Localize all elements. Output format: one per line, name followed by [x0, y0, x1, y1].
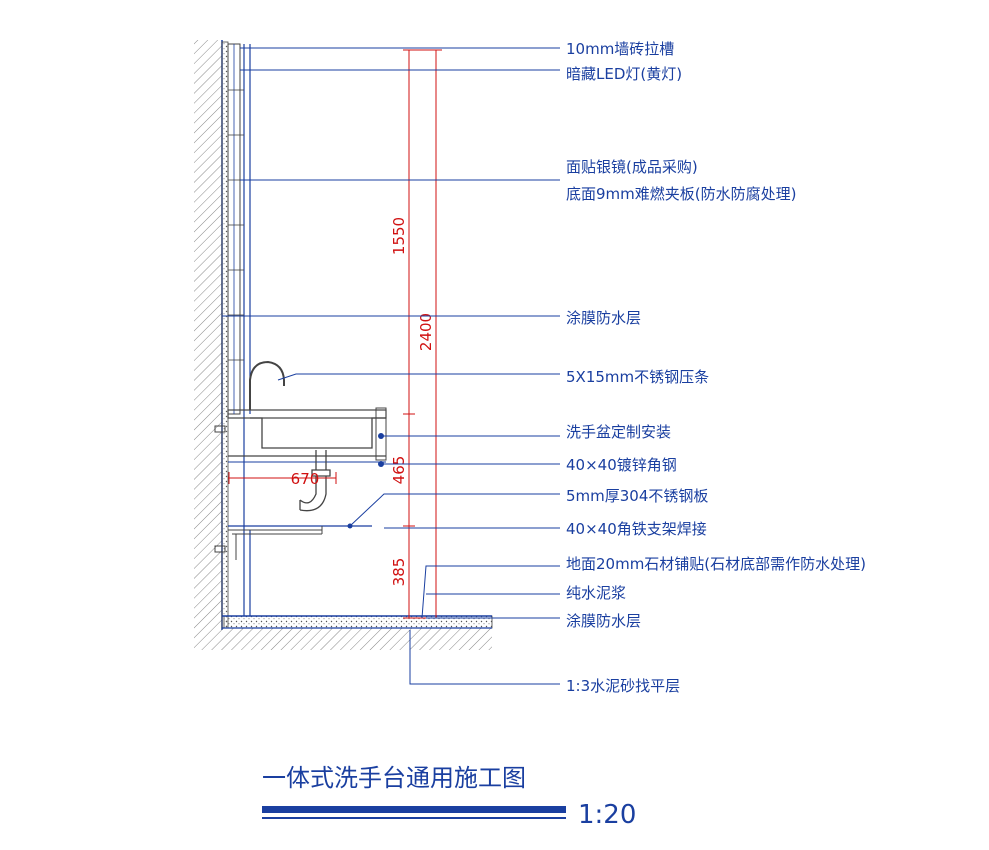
dimension-counter-depth: 670	[291, 470, 320, 488]
dimension-total-height: 2400	[417, 313, 435, 351]
lower-shelf	[214, 425, 372, 560]
note-floor-stone: 地面20mm石材铺贴(石材底部需作防水处理)	[566, 555, 866, 573]
note-leveling-layer: 1:3水泥砂找平层	[566, 677, 680, 695]
dimension-counter-gap: 465	[390, 456, 408, 485]
note-wall-tile-groove: 10mm墙砖拉槽	[566, 40, 674, 58]
drawing-title: 一体式洗手台通用施工图	[262, 764, 526, 792]
floor-section	[222, 615, 493, 650]
note-custom-basin: 洗手盆定制安装	[566, 423, 671, 441]
dimension-counter-height: 385	[390, 558, 408, 587]
note-galvanized-angle: 40×40镀锌角钢	[566, 456, 677, 474]
note-angle-bracket-weld: 40×40角铁支架焊接	[566, 520, 707, 538]
title-underline	[262, 806, 566, 813]
wall-section	[194, 40, 229, 650]
note-waterproof-coating-floor: 涂膜防水层	[566, 612, 641, 630]
note-hidden-led: 暗藏LED灯(黄灯)	[566, 65, 682, 83]
mirror-board-layers	[227, 43, 251, 616]
note-steel-strip: 5X15mm不锈钢压条	[566, 368, 709, 386]
leader-lines	[222, 47, 560, 685]
note-waterproof-coating-wall: 涂膜防水层	[566, 309, 641, 327]
faucet	[249, 360, 285, 410]
dimension-mirror-height: 1550	[390, 217, 408, 255]
drain-trap	[299, 450, 331, 512]
note-fire-retardant-board: 底面9mm难燃夹板(防水防腐处理)	[566, 185, 796, 203]
dimension-lines	[228, 49, 442, 619]
note-silver-mirror: 面贴银镜(成品采购)	[566, 158, 698, 176]
note-stainless-plate: 5mm厚304不锈钢板	[566, 487, 708, 505]
note-cement-paste: 纯水泥浆	[566, 584, 626, 602]
drawing-scale: 1:20	[578, 800, 636, 830]
basin-counter	[227, 407, 387, 467]
